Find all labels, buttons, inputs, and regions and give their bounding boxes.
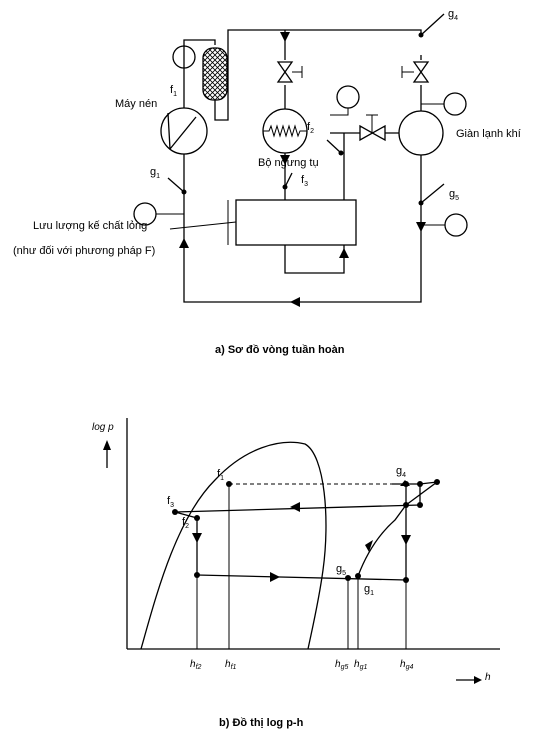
chart-point-g1-sub: 1 bbox=[370, 590, 374, 597]
svg-text:hg4: hg4 bbox=[400, 659, 413, 671]
superheat-curve bbox=[357, 504, 407, 577]
tick-h-g5-sub: g5 bbox=[341, 664, 349, 671]
valve-condenser-top bbox=[276, 61, 303, 83]
filter-drier bbox=[202, 47, 228, 101]
saturation-dome bbox=[140, 441, 327, 650]
svg-text:g1: g1 bbox=[150, 166, 160, 180]
pipe-top-branches bbox=[284, 30, 422, 115]
state-points bbox=[172, 479, 440, 583]
chart-point-f3-sub: 3 bbox=[170, 502, 174, 509]
cycle-low-pressure-line bbox=[196, 574, 407, 581]
tick-h-g1: h bbox=[354, 659, 360, 670]
point-g4: g bbox=[448, 8, 454, 20]
tick-h-g4: h bbox=[400, 659, 406, 670]
liquid-flowmeter bbox=[235, 199, 357, 246]
y-axis-label: log p bbox=[92, 422, 114, 433]
point-g5: g bbox=[449, 188, 455, 200]
chart-point-g5-sub: 5 bbox=[342, 570, 346, 577]
svg-text:g5: g5 bbox=[449, 188, 459, 202]
tick-h-g4-sub: g4 bbox=[406, 664, 414, 671]
chart-point-g4: g bbox=[396, 465, 402, 477]
point-g5-sub: 5 bbox=[455, 195, 459, 202]
logph-diagram: log p h bbox=[92, 418, 500, 729]
svg-text:hf2: hf2 bbox=[190, 659, 202, 671]
point-f1: f bbox=[170, 84, 174, 96]
svg-text:hg5: hg5 bbox=[335, 659, 348, 671]
evaporator bbox=[398, 110, 444, 156]
tick-h-f2: h bbox=[190, 659, 196, 670]
expansion-valve bbox=[359, 114, 386, 142]
point-f3: f bbox=[301, 174, 305, 186]
flowmeter-leader bbox=[169, 221, 237, 230]
chart-point-g5: g bbox=[336, 563, 342, 575]
point-f2: f bbox=[307, 121, 311, 133]
flowmeter-label-1: Lưu lượng kế chất lỏng bbox=[33, 220, 147, 232]
svg-text:f3: f3 bbox=[167, 495, 174, 509]
cycle-top-segment bbox=[392, 481, 440, 506]
point-g4-sub: 4 bbox=[454, 15, 458, 22]
piping-loop bbox=[183, 133, 422, 303]
tick-h-f1: h bbox=[225, 659, 231, 670]
svg-text:f1: f1 bbox=[170, 84, 177, 98]
point-f1-sub: 1 bbox=[173, 91, 177, 98]
point-f2-sub: 2 bbox=[310, 128, 314, 135]
compressor-label: Máy nén bbox=[115, 98, 157, 110]
svg-text:f2: f2 bbox=[182, 516, 189, 530]
cycle-schematic: Máy nén Bộ ngưng tụ Giàn lạnh khí bbox=[13, 8, 521, 356]
chart-point-f3: f bbox=[167, 495, 171, 507]
point-g1-sub: 1 bbox=[156, 173, 160, 180]
chart-point-f1: f bbox=[217, 468, 221, 480]
tick-h-g1-sub: g1 bbox=[360, 664, 368, 671]
probes bbox=[167, 13, 445, 206]
caption-a: a) Sơ đồ vòng tuần hoàn bbox=[215, 344, 345, 356]
chart-point-f2: f bbox=[182, 516, 186, 528]
gauges bbox=[133, 45, 468, 237]
tick-h-f1-sub: f1 bbox=[231, 664, 237, 671]
svg-text:g1: g1 bbox=[364, 583, 374, 597]
svg-text:g5: g5 bbox=[336, 563, 346, 577]
flowmeter-label-2: (như đối với phương pháp F) bbox=[13, 245, 155, 257]
chart-point-g4-sub: 4 bbox=[402, 472, 406, 479]
point-g1: g bbox=[150, 166, 156, 178]
x-axis-label: h bbox=[485, 672, 491, 683]
svg-text:g4: g4 bbox=[448, 8, 458, 22]
chart-point-g1: g bbox=[364, 583, 370, 595]
svg-text:g4: g4 bbox=[396, 465, 406, 479]
caption-b: b) Đồ thị log p-h bbox=[219, 717, 304, 729]
tick-drop-lines bbox=[196, 484, 407, 649]
tick-h-g5: h bbox=[335, 659, 341, 670]
valve-evaporator-top bbox=[401, 61, 430, 83]
svg-text:hg1: hg1 bbox=[354, 659, 367, 671]
condenser-label: Bộ ngưng tụ bbox=[258, 157, 319, 169]
flow-arrows bbox=[179, 32, 426, 307]
chart-point-f2-sub: 2 bbox=[185, 523, 189, 530]
svg-text:f1: f1 bbox=[217, 468, 224, 482]
f2-to-f3-segment bbox=[174, 511, 198, 519]
svg-text:f2: f2 bbox=[307, 121, 314, 135]
evaporator-label: Giàn lạnh khí bbox=[456, 128, 521, 140]
tick-h-f2-sub: f2 bbox=[196, 664, 202, 671]
svg-text:hf1: hf1 bbox=[225, 659, 237, 671]
svg-text:f3: f3 bbox=[301, 174, 308, 188]
chart-point-f1-sub: 1 bbox=[220, 475, 224, 482]
cycle-arrows bbox=[192, 480, 411, 582]
point-f3-sub: 3 bbox=[304, 181, 308, 188]
